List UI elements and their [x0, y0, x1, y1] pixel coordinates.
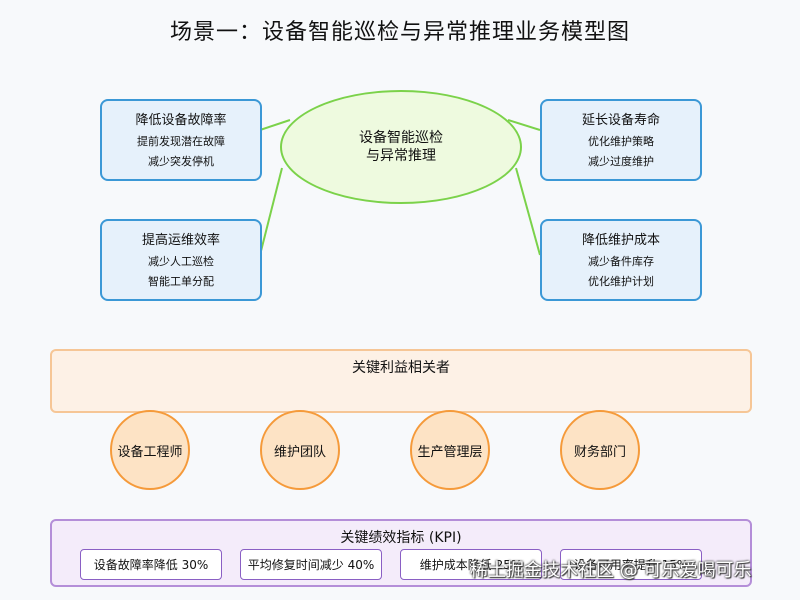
watermark-text: 稀土掘金技术社区 @ 可乐爱喝可乐	[470, 560, 752, 581]
goal-sub: 减少突发停机	[148, 154, 214, 168]
connector-goal-4	[515, 167, 541, 256]
kpi-item[interactable]: 平均修复时间减少 40%	[240, 549, 382, 580]
kpi-item[interactable]: 维护成本降低 25%	[400, 549, 542, 580]
goal-sub: 优化维护策略	[588, 134, 654, 148]
goal-title: 降低维护成本	[581, 232, 660, 248]
goal-box-reduce-cost[interactable]: 降低维护成本 减少备件库存 优化维护计划	[540, 219, 702, 301]
stakeholder-circle[interactable]: 生产管理层	[410, 410, 490, 490]
goal-title: 延长设备寿命	[581, 112, 660, 128]
kpi-item[interactable]: 设备故障率降低 30%	[80, 549, 222, 580]
goal-sub: 提前发现潜在故障	[137, 134, 225, 148]
kpi-title: 关键绩效指标 (KPI)	[340, 530, 462, 546]
stakeholder-circle[interactable]: 财务部门	[560, 410, 640, 490]
stakeholder-circle[interactable]: 维护团队	[260, 410, 340, 490]
connector-goal-1	[259, 119, 291, 131]
stakeholders-title: 关键利益相关者	[352, 360, 450, 376]
kpi-item[interactable]: 设备可用率提升 15%	[560, 549, 702, 580]
center-line-2: 与异常推理	[366, 148, 436, 164]
goal-sub: 智能工单分配	[148, 274, 214, 288]
connector-goal-2	[259, 167, 283, 256]
goal-box-reduce-failure[interactable]: 降低设备故障率 提前发现潜在故障 减少突发停机	[100, 99, 262, 181]
goal-title: 降低设备故障率	[135, 112, 227, 128]
goal-title: 提高运维效率	[141, 232, 220, 248]
goal-sub: 优化维护计划	[588, 274, 654, 288]
goal-sub: 减少过度维护	[588, 154, 654, 168]
stakeholder-circle[interactable]: 设备工程师	[110, 410, 190, 490]
goal-sub: 减少备件库存	[588, 254, 654, 268]
goal-box-extend-life[interactable]: 延长设备寿命 优化维护策略 减少过度维护	[540, 99, 702, 181]
center-line-1: 设备智能巡检	[359, 130, 443, 146]
connector-goal-3	[507, 119, 541, 131]
page-title: 场景一：设备智能巡检与异常推理业务模型图	[169, 20, 630, 45]
goal-box-efficiency[interactable]: 提高运维效率 减少人工巡检 智能工单分配	[100, 219, 262, 301]
stakeholders-panel: 关键利益相关者	[50, 349, 752, 413]
goal-sub: 减少人工巡检	[148, 254, 214, 268]
center-node[interactable]: 设备智能巡检 与异常推理	[280, 90, 522, 204]
